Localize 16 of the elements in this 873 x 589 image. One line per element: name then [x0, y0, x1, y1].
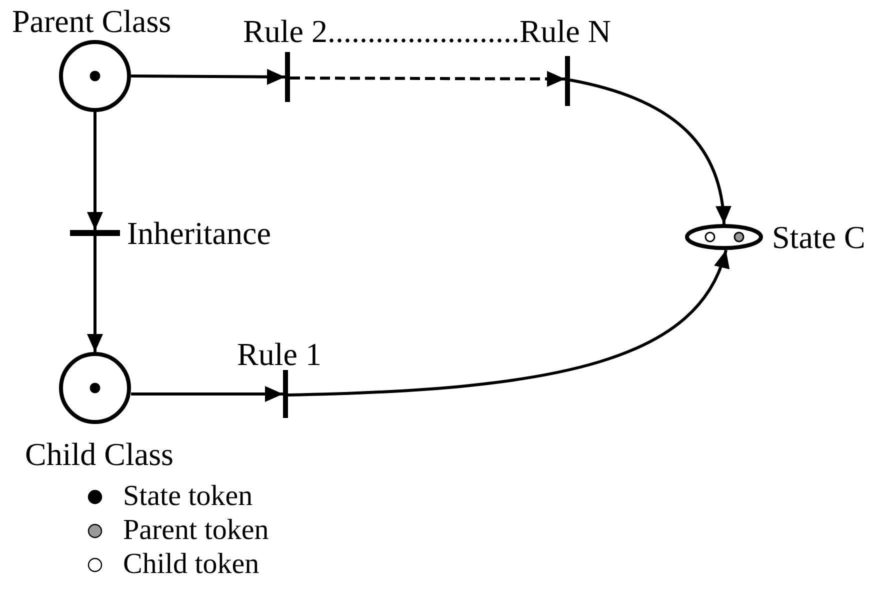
- transition-label: Rule 2........................Rule N: [243, 13, 611, 49]
- arrow: [87, 236, 103, 352]
- arrow: [131, 68, 285, 85]
- legend-label: Parent token: [123, 513, 269, 548]
- arrow: [570, 78, 731, 224]
- node-label: Inheritance: [127, 215, 271, 251]
- node-label: State C: [772, 219, 866, 255]
- arrow: [288, 250, 728, 396]
- legend-label: Child token: [123, 547, 260, 582]
- node-label: Child Class: [25, 436, 174, 472]
- node-label: Parent Class: [12, 3, 172, 39]
- arrow: [290, 70, 565, 87]
- node-label: Rule 1: [237, 336, 322, 372]
- arrow: [87, 112, 103, 230]
- legend-label: State token: [123, 479, 253, 514]
- arrow: [131, 386, 283, 402]
